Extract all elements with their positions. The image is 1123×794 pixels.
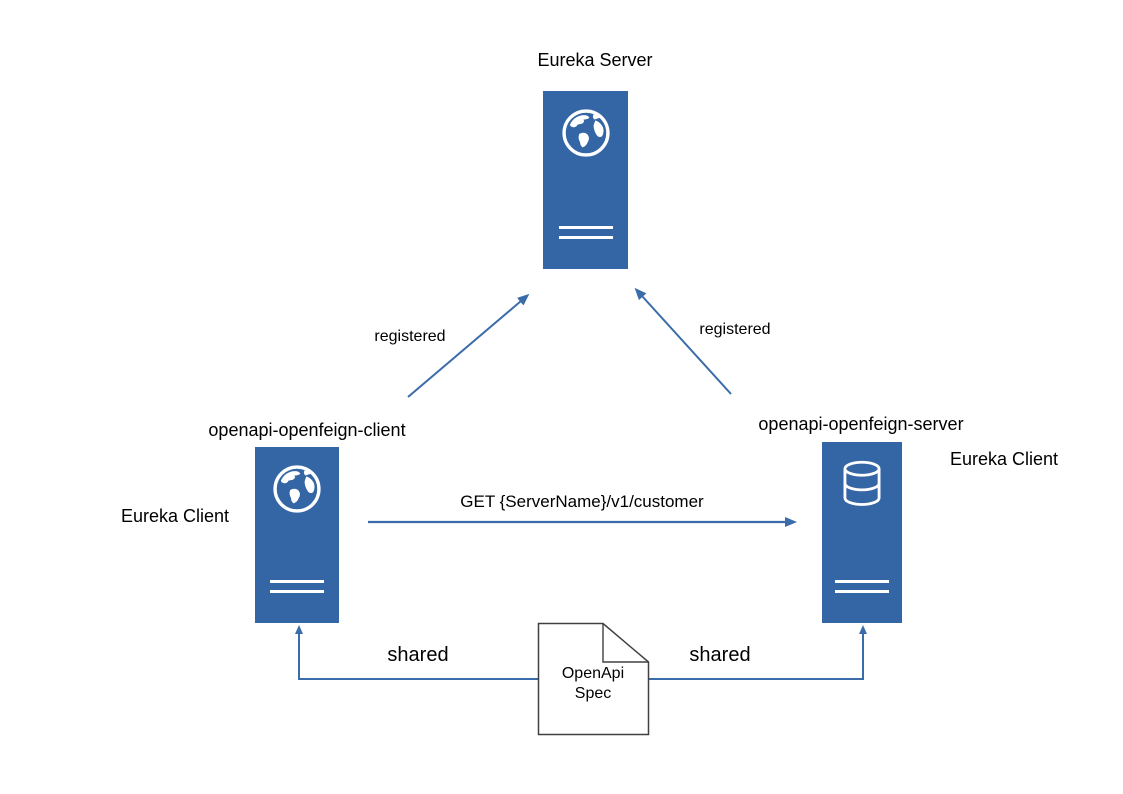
registered-label-right: registered [699, 321, 771, 338]
openfeign-server-title: openapi-openfeign-server [758, 414, 964, 434]
openapi-spec-line1: OpenApi [561, 665, 625, 682]
openfeign-client-title: openapi-openfeign-client [208, 420, 406, 440]
server-role-label: Eureka Client [949, 449, 1059, 469]
openfeign-client-node [255, 447, 339, 623]
openapi-spec-line2: Spec [574, 685, 612, 702]
database-icon [843, 460, 881, 506]
openfeign-server-node [822, 442, 902, 623]
eureka-server-title: Eureka Server [537, 50, 653, 70]
shared-label-left: shared [387, 644, 449, 666]
shared-label-right: shared [689, 644, 751, 666]
globe-icon [561, 109, 610, 157]
get-request-label: GET {ServerName}/v1/customer [460, 492, 704, 511]
server-slats [270, 573, 324, 600]
registered-arrow-left [407, 293, 530, 398]
server-slats [835, 573, 889, 600]
server-slats [558, 219, 613, 246]
client-role-label: Eureka Client [120, 506, 230, 526]
registered-label-left: registered [374, 328, 446, 345]
openapi-spec-label: OpenApi Spec [538, 664, 648, 704]
globe-icon [273, 465, 321, 513]
eureka-server-node [543, 91, 628, 269]
registered-arrow-right [634, 287, 732, 395]
